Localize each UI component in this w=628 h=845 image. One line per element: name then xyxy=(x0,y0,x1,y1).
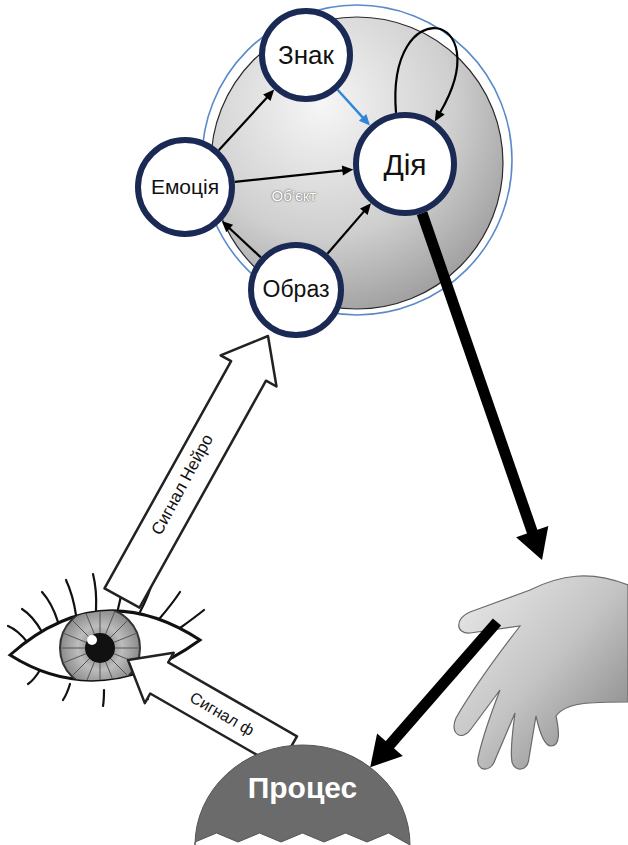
signal-label: Сигнал ф xyxy=(187,689,257,740)
image-circle: Образ xyxy=(248,242,344,338)
relation-arrow xyxy=(222,221,261,257)
relation-arrow xyxy=(235,166,354,182)
node-text: Емоція xyxy=(151,175,219,198)
emotion-circle: Емоція xyxy=(135,137,235,237)
loop-line xyxy=(395,28,457,113)
relation-arrow xyxy=(327,203,371,253)
action-arrow xyxy=(370,213,548,767)
signal-arrow xyxy=(105,336,277,608)
sign-circle: Знак xyxy=(259,8,353,102)
arrow-head xyxy=(342,166,354,176)
arrow-head xyxy=(516,526,548,560)
edge-label: Об’єкт xyxy=(272,187,317,204)
hand-illustration xyxy=(454,576,628,769)
connector-line xyxy=(389,622,497,745)
connector-line xyxy=(235,170,344,181)
inner-sphere xyxy=(211,17,503,309)
arrow-head xyxy=(370,734,403,768)
signal-label: Сигнал Нейро xyxy=(148,431,217,538)
connector-line xyxy=(338,90,364,118)
arrow-head xyxy=(359,114,370,126)
node-text: Знак xyxy=(278,41,334,70)
node-text: Образ xyxy=(263,277,330,302)
connector-line xyxy=(422,213,533,532)
relation-arrow xyxy=(219,90,274,151)
arrow-head xyxy=(263,90,274,102)
arrow-head xyxy=(222,221,233,232)
connector-line xyxy=(327,211,364,254)
node-text: Дія xyxy=(383,148,426,181)
node-text: Процес xyxy=(248,771,358,804)
circle-shape xyxy=(356,115,454,213)
relation-arrow xyxy=(395,28,457,121)
arrow-head xyxy=(360,203,371,215)
circle-shape xyxy=(262,11,350,99)
outer-ring xyxy=(202,5,512,315)
action-circle: Дія xyxy=(353,112,457,216)
circle-shape xyxy=(138,140,232,234)
circle-shape xyxy=(251,245,341,335)
connector-line xyxy=(229,228,261,258)
connector-line xyxy=(219,97,268,150)
arrow-head xyxy=(435,109,445,121)
process-dome: Процес xyxy=(195,745,410,845)
dome-shape xyxy=(195,745,410,845)
relation-arrow xyxy=(338,90,370,126)
